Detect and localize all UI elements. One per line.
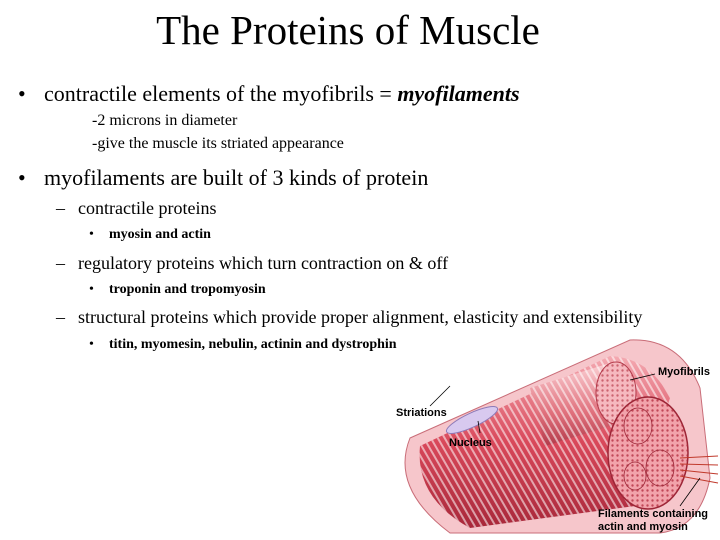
cross-section-ring (645, 449, 675, 487)
cross-section-texture (608, 397, 688, 509)
sub-point-diameter: -2 microns in diameter (92, 112, 238, 129)
detail-marker: • (89, 227, 94, 242)
detail-contractile: • myosin and actin (89, 225, 211, 245)
label-myofibrils: Myofibrils (658, 366, 710, 378)
detail-text: troponin and tropomyosin (109, 282, 266, 297)
bullet-marker: • (18, 81, 26, 106)
cross-section-ring (623, 461, 647, 491)
leader-striations (429, 385, 451, 407)
item-structural-proteins: –structural proteins which provide prope… (56, 305, 642, 329)
item-text: structural proteins which provide proper… (78, 307, 643, 327)
myofibril-bundle (530, 361, 637, 446)
label-nucleus: Nucleus (449, 437, 492, 449)
muscle-fiber-illustration (404, 339, 719, 534)
item-text: regulatory proteins which turn contracti… (78, 253, 449, 273)
bullet-myofilaments: • contractile elements of the myofibrils … (18, 80, 520, 108)
item-text: contractile proteins (78, 198, 217, 218)
dash-marker: – (56, 307, 65, 327)
detail-structural: • titin, myomesin, nebulin, actinin and d… (89, 335, 397, 355)
detail-regulatory: • troponin and tropomyosin (89, 280, 266, 300)
detail-text: myosin and actin (109, 227, 211, 242)
filament (679, 469, 719, 475)
detail-marker: • (89, 282, 94, 297)
leader-myofibrils (629, 373, 656, 381)
cross-section-ring (623, 407, 653, 445)
bullet-text: myofilaments are built of 3 kinds of pro… (44, 165, 429, 190)
label-filaments-line1: Filaments containing (598, 508, 709, 520)
filament (679, 463, 719, 466)
nucleus-shape (445, 406, 499, 434)
leader-filaments (679, 477, 701, 507)
label-filaments-line2: actin and myosin (598, 521, 688, 533)
detail-text: titin, myomesin, nebulin, actinin and dy… (109, 337, 397, 352)
item-regulatory-proteins: –regulatory proteins which turn contract… (56, 251, 448, 275)
bullet-marker: • (18, 165, 26, 190)
leader-nucleus (477, 420, 481, 434)
slide-title: The Proteins of Muscle (156, 7, 540, 53)
bullet-emphasis: myofilaments (397, 81, 520, 106)
dash-marker: – (56, 253, 65, 273)
dash-marker: – (56, 198, 65, 218)
item-contractile-proteins: –contractile proteins (56, 196, 216, 220)
filament (679, 455, 719, 459)
detail-marker: • (89, 337, 94, 352)
label-striations: Striations (396, 407, 447, 419)
bullet-protein-kinds: • myofilaments are built of 3 kinds of pr… (18, 164, 428, 192)
leader-lines (429, 373, 701, 507)
sub-point-striated: -give the muscle its striated appearance (92, 135, 344, 152)
bullet-text: contractile elements of the myofibrils = (44, 81, 398, 106)
